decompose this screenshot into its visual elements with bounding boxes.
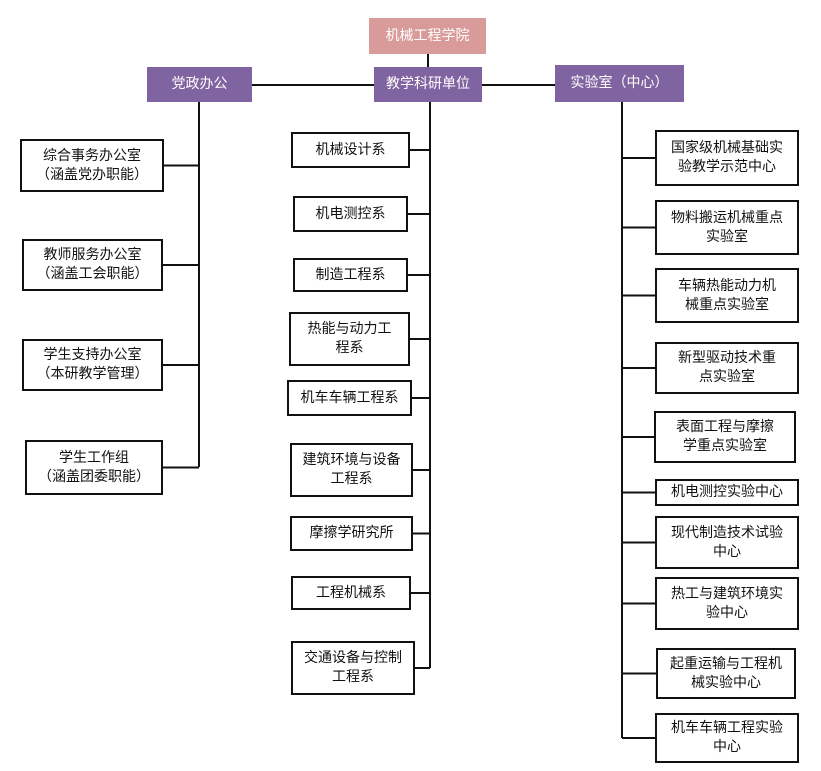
laboratory-node: 热工与建筑环境实 验中心 <box>655 577 799 630</box>
laboratory-node: 起重运输与工程机 械实验中心 <box>656 648 796 699</box>
laboratory-node: 机电测控实验中心 <box>655 479 799 506</box>
department-node: 制造工程系 <box>293 258 408 292</box>
department-node: 机械设计系 <box>291 132 410 168</box>
department-node: 摩擦学研究所 <box>290 516 413 551</box>
laboratory-node: 机车车辆工程实验 中心 <box>655 713 799 763</box>
laboratory-node: 新型驱动技术重 点实验室 <box>655 342 799 394</box>
office-node: 综合事务办公室 （涵盖党办职能） <box>20 139 164 192</box>
laboratory-node: 表面工程与摩擦 学重点实验室 <box>654 411 796 463</box>
office-node: 学生工作组 （涵盖团委职能） <box>25 440 163 495</box>
laboratory-node: 国家级机械基础实 验教学示范中心 <box>655 130 799 186</box>
branch-party-admin: 党政办公 <box>147 67 252 102</box>
department-node: 交通设备与控制 工程系 <box>291 641 415 695</box>
department-node: 机电测控系 <box>293 196 408 232</box>
branch-teaching-research: 教学科研单位 <box>374 67 482 102</box>
department-node: 建筑环境与设备 工程系 <box>290 443 413 497</box>
department-node: 热能与动力工 程系 <box>289 312 410 366</box>
department-node: 工程机械系 <box>291 576 411 610</box>
office-node: 教师服务办公室 （涵盖工会职能） <box>22 239 163 291</box>
office-node: 学生支持办公室 （本研教学管理） <box>22 339 163 391</box>
laboratory-node: 车辆热能动力机 械重点实验室 <box>655 268 799 323</box>
department-node: 机车车辆工程系 <box>287 380 412 416</box>
laboratory-node: 物料搬运机械重点 实验室 <box>655 200 799 255</box>
root-node: 机械工程学院 <box>369 18 486 54</box>
branch-laboratories: 实验室（中心） <box>555 65 684 102</box>
laboratory-node: 现代制造技术试验 中心 <box>655 516 799 569</box>
